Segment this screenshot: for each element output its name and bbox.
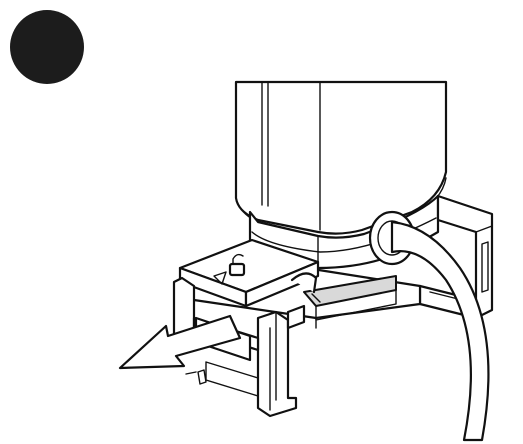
release-slider <box>303 275 397 321</box>
pull-direction-arrow <box>118 314 242 370</box>
latch-lid <box>178 238 320 308</box>
step-badge <box>10 10 84 84</box>
hose <box>368 210 490 442</box>
triangle-arrow-icon <box>213 271 227 285</box>
unlock-icon <box>228 253 246 277</box>
tank-body <box>234 80 448 239</box>
